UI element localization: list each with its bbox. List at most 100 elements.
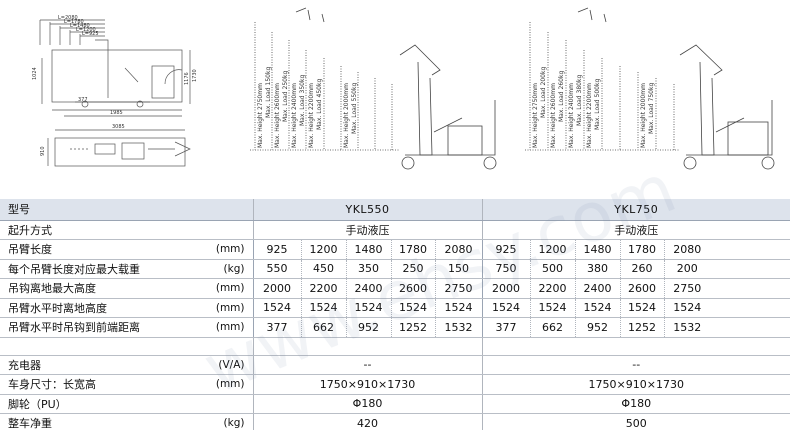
- cell-ykl750-merged: Φ180: [481, 394, 790, 414]
- cell-ykl750: 2400: [574, 278, 620, 299]
- crane750-h2600: Max. Height 2600mm: [550, 83, 557, 148]
- cell-filler: [710, 317, 790, 338]
- row-label: 吊钩离地最大高度: [0, 278, 205, 299]
- cell-ykl750: 1524: [574, 298, 620, 318]
- dim-l1480: L=1480: [70, 23, 90, 29]
- cell-ykl750: 1252: [619, 317, 664, 338]
- header-label: 型号: [0, 199, 253, 221]
- row-label: 吊臂水平时离地高度: [0, 298, 205, 318]
- crane750-l200: Max. Load 200kg: [540, 67, 547, 118]
- crane550-h2400: Max. Height 2400mm: [291, 83, 298, 148]
- drawings-svg: L=2080 L=1780 L=1480 L=1200 L=925 377 19…: [32, 7, 775, 170]
- cell-ykl550: 1532: [434, 317, 482, 338]
- dim-l2080: L=2080: [58, 15, 78, 21]
- cell-ykl550-merged: 手动液压: [252, 220, 482, 240]
- crane550-l250: Max. Load 250kg: [282, 71, 289, 122]
- crane550-h2200: Max. Height 2200mm: [308, 83, 315, 148]
- cell-ykl550: 1524: [434, 298, 482, 318]
- cell-ykl550-merged: Φ180: [252, 394, 482, 414]
- cell-ykl550: 377: [252, 317, 301, 338]
- row-unit: [205, 394, 253, 414]
- dim-1176: 1176: [184, 72, 190, 85]
- cell-ykl550: 1252: [390, 317, 435, 338]
- table-header-row: 型号 YKL550 YKL750: [0, 199, 790, 221]
- row-label: 充电器: [0, 355, 205, 375]
- cell-ykl550: 150: [434, 259, 482, 279]
- crane750-l380: Max. Load 380kg: [576, 75, 583, 126]
- cell-ykl750: 952: [574, 317, 620, 338]
- cell-ykl550: 250: [390, 259, 435, 279]
- row-unit: (mm): [205, 317, 253, 338]
- cell-ykl750: 925: [481, 239, 530, 260]
- cell-ykl750-merged: 1750×910×1730: [481, 374, 790, 395]
- row-label: 车身尺寸：长宽高: [0, 374, 205, 395]
- cell-ykl550: 1524: [390, 298, 435, 318]
- side-view-drawing: [39, 19, 191, 167]
- row-label: 吊臂长度: [0, 239, 205, 260]
- cell-ykl750-merged: 手动液压: [481, 220, 790, 240]
- row-unit: (mm): [205, 374, 253, 395]
- dim-3085: 3085: [112, 124, 125, 130]
- cell-ykl750: 380: [574, 259, 620, 279]
- crane550-l450: Max. Load 450kg: [316, 79, 323, 130]
- cell-ykl750: 2600: [619, 278, 664, 299]
- cell-ykl750: 1524: [619, 298, 664, 318]
- row-label: 脚轮（PU）: [0, 394, 205, 414]
- crane550-l150: Max. Load 150kg: [265, 67, 272, 118]
- cell-ykl750: 1780: [619, 239, 664, 260]
- dim-l1780: L=1780: [64, 19, 84, 25]
- cell-ykl550: 2400: [345, 278, 391, 299]
- crane750-l750: Max. Load 750kg: [648, 83, 655, 134]
- cell-ykl550: 1524: [252, 298, 301, 318]
- crane550-l350: Max. Load 350kg: [299, 75, 306, 126]
- crane-750-labels: Max. Height 2750mm Max. Load 200kg Max. …: [532, 67, 655, 148]
- cell-ykl550: 952: [345, 317, 391, 338]
- cell-ykl750: 2750: [663, 278, 710, 299]
- crane750-h2000: Max. Height 2000mm: [640, 83, 647, 148]
- cell-ykl750: 1524: [481, 298, 530, 318]
- cell-filler: [710, 239, 790, 260]
- row-label: 整车净重: [0, 413, 205, 430]
- crane750-h2200: Max. Height 2200mm: [586, 83, 593, 148]
- cell-ykl750-merged: --: [481, 355, 790, 375]
- cell-filler: [710, 298, 790, 318]
- crane550-h2000: Max. Height 2000mm: [343, 83, 350, 148]
- table-row: 起升方式手动液压手动液压: [0, 220, 790, 240]
- dim-377: 377: [78, 97, 88, 103]
- cell-ykl550: 925: [252, 239, 301, 260]
- spec-table-container: 型号 YKL550 YKL750 起升方式手动液压手动液压吊臂长度(mm)925…: [0, 199, 790, 430]
- cell-ykl750: 2200: [529, 278, 575, 299]
- cell-ykl750: 1524: [529, 298, 575, 318]
- crane750-l500: Max. Load 500kg: [594, 79, 601, 130]
- side-view-dims: L=2080 L=1780 L=1480 L=1200 L=925 377 19…: [32, 15, 198, 156]
- row-unit: (mm): [205, 239, 253, 260]
- cell-ykl750: 260: [619, 259, 664, 279]
- technical-drawings: L=2080 L=1780 L=1480 L=1200 L=925 377 19…: [0, 0, 790, 198]
- cell-ykl750: 2000: [481, 278, 530, 299]
- row-unit: (kg): [205, 259, 253, 279]
- row-unit: (V/A): [205, 355, 253, 375]
- cell-ykl750: 1524: [663, 298, 710, 318]
- cell-ykl550: 1200: [300, 239, 346, 260]
- spec-table: 型号 YKL550 YKL750 起升方式手动液压手动液压吊臂长度(mm)925…: [0, 199, 790, 430]
- dim-1024: 1024: [32, 67, 38, 80]
- table-row: 充电器(V/A)----: [0, 355, 790, 375]
- cell-ykl750: 200: [663, 259, 710, 279]
- cell-ykl550: 1780: [390, 239, 435, 260]
- row-unit: (mm): [205, 298, 253, 318]
- cell-ykl550: 1524: [300, 298, 346, 318]
- row-label: 每个吊臂长度对应最大载重: [0, 259, 205, 279]
- row-label: 吊臂水平时吊钩到前端距离: [0, 317, 205, 338]
- cell-filler: [710, 259, 790, 279]
- cell-ykl550-merged: --: [252, 355, 482, 375]
- cell-ykl550: 2000: [252, 278, 301, 299]
- crane750-h2400: Max. Height 2400mm: [568, 83, 575, 148]
- dim-l1200: L=1200: [76, 27, 96, 33]
- cell-ykl550: 662: [300, 317, 346, 338]
